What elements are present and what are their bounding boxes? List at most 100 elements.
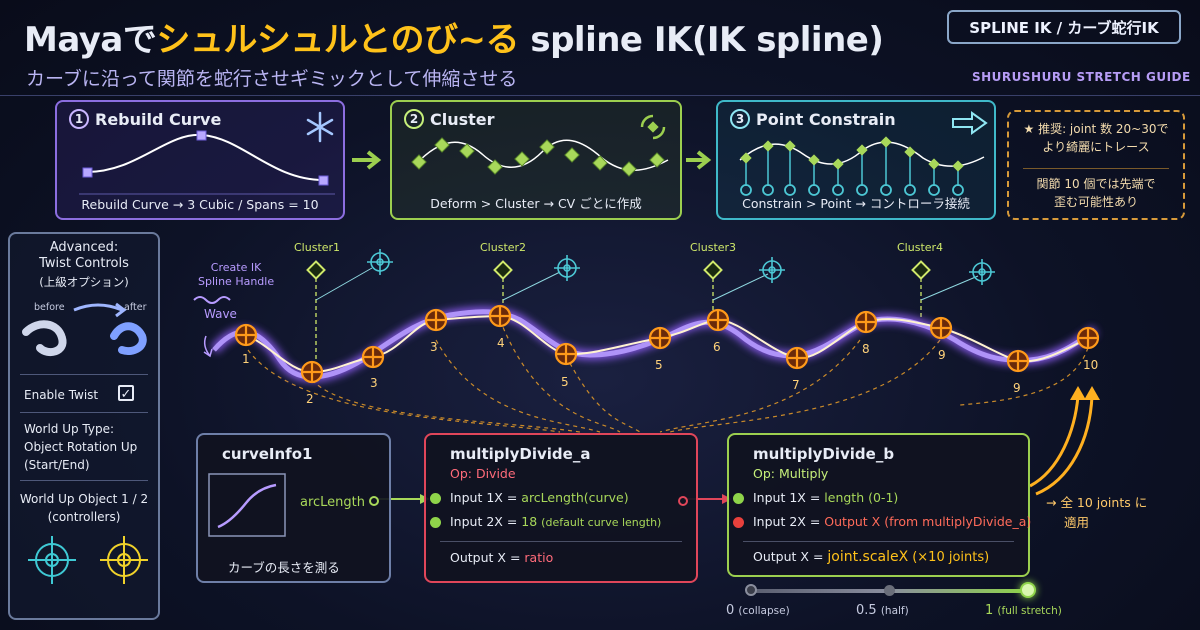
joint-label: 3 — [430, 340, 438, 354]
multiply-input-1-port[interactable] — [733, 493, 744, 504]
joint-label: 9 — [938, 348, 946, 362]
divide-separator — [440, 541, 682, 542]
multiply-separator — [743, 541, 1014, 542]
joint-label: 7 — [792, 378, 800, 392]
step-point-constrain: 3 Point Constrain Constrain > Point → コント… — [716, 100, 996, 220]
page-subtitle: カーブに沿って関節を蛇行させギミックとして伸縮させる — [26, 68, 518, 90]
joint-label: 3 — [370, 376, 378, 390]
joint-label: 10 — [1083, 358, 1099, 372]
joint-cross — [490, 306, 510, 326]
tip-line-3: 関節 10 個では先端で — [1036, 177, 1156, 191]
joint-label: 9 — [1013, 381, 1021, 395]
multiply-title: multiplyDivide_b — [753, 445, 895, 463]
multiply-divide-a-node[interactable]: multiplyDivide_a Op: Divide Input 1X = a… — [424, 433, 698, 583]
joint-cross — [708, 310, 728, 330]
adv-divider — [20, 374, 148, 375]
slider-tick — [745, 584, 757, 596]
tip-divider — [1023, 168, 1169, 169]
divide-input-2-port[interactable] — [430, 517, 441, 528]
multiply-input-2: Input 2X = Output X (from multiplyDivide… — [753, 514, 1032, 529]
cluster-label: Cluster4 — [897, 241, 944, 254]
controller-target-icons — [28, 536, 148, 584]
enable-twist-checkbox[interactable]: ✓ — [118, 385, 134, 402]
arc-length-output: arcLength — [300, 495, 366, 510]
step-3-title: Point Constrain — [756, 109, 896, 129]
step-arrow-icon — [352, 150, 382, 170]
tip-line-2: より綺麗にトレース — [1042, 140, 1150, 154]
multiply-input-1: Input 1X = length (0-1) — [753, 490, 899, 505]
snowflake-icon — [306, 111, 334, 143]
joint-label: 8 — [862, 342, 870, 356]
divide-input-1: Input 1X = arcLength(curve) — [450, 490, 629, 505]
step-1-caption: Rebuild Curve → 3 Cubic / Spans = 10 — [81, 197, 319, 212]
divide-output-port[interactable] — [678, 496, 688, 506]
joint-label: 1 — [242, 352, 250, 366]
step-3-caption: Constrain > Point → コントローラ接続 — [742, 196, 970, 211]
header-divider — [0, 95, 1200, 96]
wave-label: Wave — [204, 307, 237, 321]
step-1-number: 1 — [69, 109, 89, 129]
slider-tick-full: 1 (full stretch) — [985, 603, 1062, 618]
guide-label: SHURUSHURU STRETCH GUIDE — [972, 70, 1191, 84]
enable-twist-label: Enable Twist — [24, 388, 99, 402]
tip-line-1: ★ 推奨: joint 数 20~30で — [1023, 122, 1169, 136]
joint-label: 5 — [561, 375, 569, 389]
arrow-right-icon — [952, 111, 988, 135]
step-arrow-icon — [686, 150, 712, 170]
joint-cross — [1008, 351, 1028, 371]
joint-label: 5 — [655, 358, 663, 372]
length-slider-thumb[interactable] — [1020, 582, 1036, 598]
multiply-divide-b-node[interactable]: multiplyDivide_b Op: Multiply Input 1X =… — [727, 433, 1032, 577]
joint-cross — [363, 347, 383, 367]
curve-info-node[interactable]: curveInfo1 arcLength カーブの長さを測る — [196, 433, 391, 583]
advanced-twist-panel: Advanced:Twist Controls (上級オプション) before… — [8, 232, 160, 620]
page-title: Mayaでシュルシュルとのび~る spline IK(IK spline) — [24, 12, 884, 61]
adv-divider — [20, 480, 148, 481]
multiply-output: Output X = joint.scaleX (×10 joints) — [753, 549, 990, 565]
step-cluster: 2 Cluster Deform > Cluster → CV ごとに作成 — [390, 100, 682, 220]
cluster-label: Cluster3 — [690, 241, 737, 254]
multiply-input-2-port[interactable] — [733, 517, 744, 528]
adv-divider — [20, 412, 148, 413]
graph-icon — [208, 473, 286, 537]
world-up-type: World Up Type:Object Rotation Up(Start/E… — [24, 422, 138, 472]
before-label: before — [34, 302, 65, 313]
apply-note: → 全 10 joints に適用 — [1046, 495, 1148, 530]
joint-cross — [931, 318, 951, 338]
step-2-title: Cluster — [430, 109, 495, 129]
step-2-number: 2 — [404, 109, 424, 129]
slider-tick-0: 0 (collapse) — [726, 603, 790, 618]
joint-label: 2 — [306, 392, 314, 406]
step-1-title: Rebuild Curve — [95, 109, 222, 129]
title-suffix: spline IK(IK spline) — [519, 20, 884, 60]
divide-input-1-port[interactable] — [430, 493, 441, 504]
joint-cross — [856, 312, 876, 332]
step-3-number: 3 — [730, 109, 750, 129]
point-constrain-illustration — [739, 136, 985, 196]
twist-comparison-illustration — [22, 302, 147, 357]
divide-output: Output X = ratio — [450, 550, 554, 565]
title-highlight: シュルシュルとのび~る — [156, 20, 519, 60]
joint-label: 4 — [497, 336, 505, 350]
joint-cross — [302, 362, 322, 382]
joint-cross — [1078, 328, 1098, 348]
step-rebuild-curve: 1 Rebuild Curve Rebuild Curve → 3 Cubic /… — [55, 100, 345, 220]
cluster-label: Cluster1 — [294, 241, 341, 254]
rebuild-curve-illustration — [79, 130, 335, 195]
joint-cross — [426, 310, 446, 330]
curve-info-caption: カーブの長さを測る — [228, 560, 340, 575]
slider-tick-half: 0.5 (half) — [856, 603, 909, 618]
multiply-op: Op: Multiply — [753, 466, 829, 481]
joint-cross — [556, 344, 576, 364]
recommendation-tip: ★ 推奨: joint 数 20~30でより綺麗にトレース 関節 10 個では先… — [1007, 110, 1185, 220]
arc-length-port[interactable] — [369, 496, 379, 506]
step-3-heading: 3 Point Constrain — [730, 109, 896, 129]
joint-cross — [787, 348, 807, 368]
cluster-illustration — [411, 137, 669, 177]
title-prefix: Mayaで — [24, 20, 157, 60]
step-2-caption: Deform > Cluster → CV ごとに作成 — [430, 196, 642, 211]
cluster-icon — [640, 114, 666, 140]
world-up-object: World Up Object 1 / 2(controllers) — [19, 492, 149, 524]
step-2-heading: 2 Cluster — [404, 109, 495, 129]
slider-tick — [884, 585, 895, 596]
